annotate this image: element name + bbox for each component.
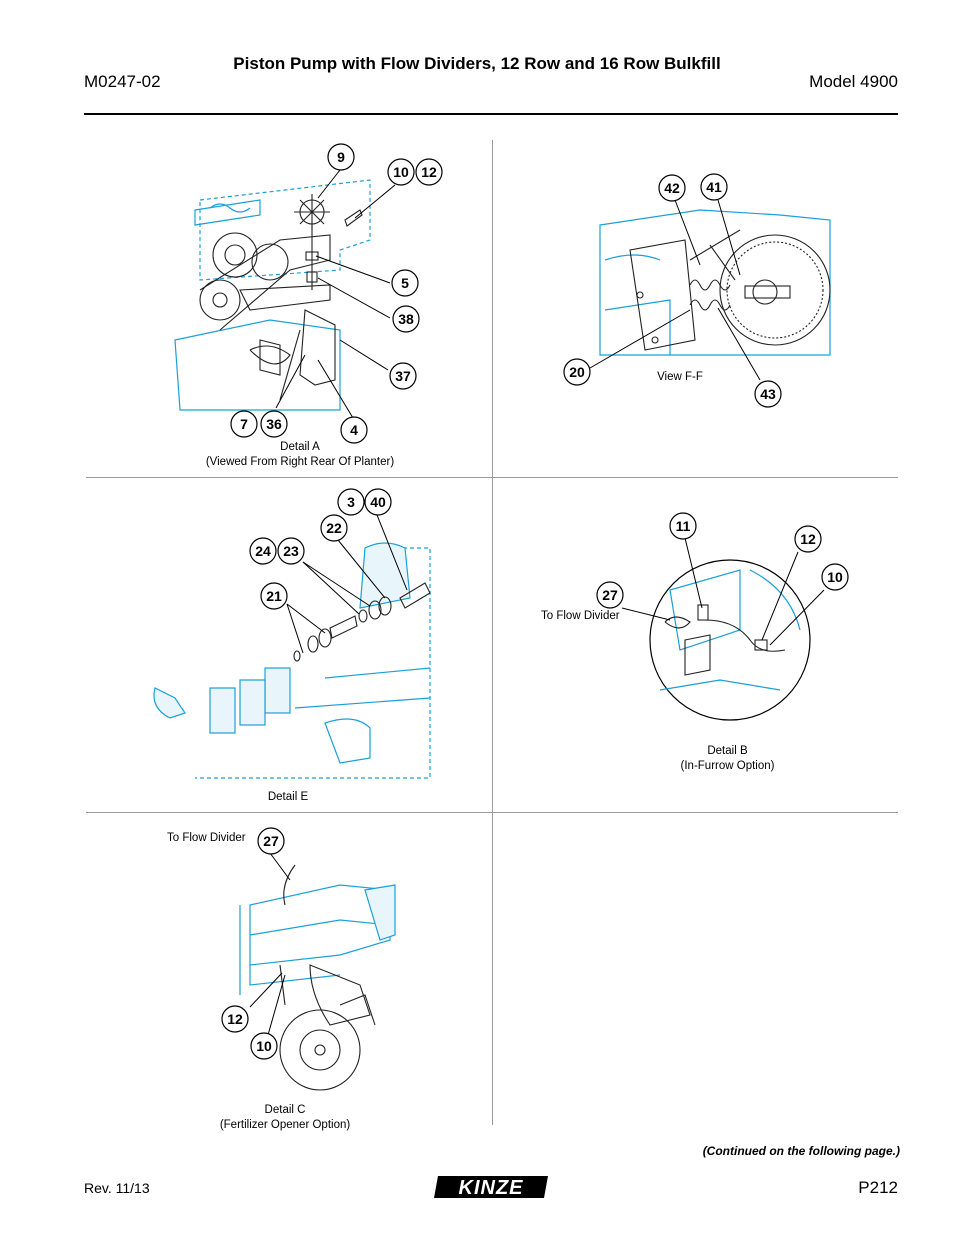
svg-text:27: 27 — [263, 833, 279, 849]
detail-b-caption: Detail B (In-Furrow Option) — [640, 744, 815, 774]
callout-22: 22 — [320, 514, 348, 542]
detail-e-illustration: 3 40 22 24 23 21 — [153, 488, 431, 779]
kinze-logo: KINZE — [434, 1176, 548, 1199]
detail-a-illustration: 9 10 12 5 38 37 7 36 4 — [174, 143, 443, 444]
callout-7: 7 — [230, 410, 258, 438]
continued-note: (Continued on the following page.) — [702, 1144, 900, 1158]
callout-27: 27 — [596, 581, 624, 609]
panel-divider-row1 — [86, 477, 898, 478]
kinze-logo-text: KINZE — [459, 1177, 524, 1199]
svg-text:12: 12 — [421, 164, 437, 180]
svg-text:5: 5 — [401, 275, 409, 291]
svg-text:10: 10 — [256, 1038, 272, 1054]
panel-divider-vertical — [492, 140, 493, 1125]
detail-c-caption: Detail C (Fertilizer Opener Option) — [195, 1103, 375, 1133]
svg-text:23: 23 — [283, 543, 299, 559]
svg-text:11: 11 — [676, 518, 691, 534]
callout-12: 12 — [415, 158, 443, 186]
detail-a-caption: Detail A (Viewed From Right Rear Of Plan… — [150, 440, 450, 470]
svg-text:4: 4 — [350, 422, 358, 438]
callout-23: 23 — [277, 537, 305, 565]
detail-a-caption-line1: Detail A — [280, 441, 320, 453]
svg-text:36: 36 — [266, 416, 282, 432]
svg-text:10: 10 — [393, 164, 409, 180]
callout-3: 3 — [337, 488, 365, 516]
callout-38: 38 — [392, 305, 420, 333]
detail-b-caption-line1: Detail B — [707, 745, 748, 757]
svg-text:24: 24 — [255, 543, 271, 559]
svg-text:12: 12 — [227, 1011, 243, 1027]
document-number: M0247-02 — [84, 72, 161, 91]
callout-42: 42 — [658, 174, 686, 202]
callout-20: 20 — [563, 358, 591, 386]
header-rule — [84, 113, 898, 115]
callout-10: 10 — [250, 1032, 278, 1060]
panel-divider-row2 — [86, 812, 898, 813]
view-ff-illustration: 42 41 20 43 — [563, 173, 831, 408]
callout-27: 27 — [257, 827, 285, 855]
page-title: Piston Pump with Flow Dividers, 12 Row a… — [233, 54, 721, 73]
svg-text:42: 42 — [664, 180, 680, 196]
callout-24: 24 — [249, 537, 277, 565]
detail-a-caption-line2: (Viewed From Right Rear Of Planter) — [205, 456, 395, 468]
callout-41: 41 — [700, 173, 728, 201]
callout-4: 4 — [340, 416, 368, 444]
revision-label: Rev. 11/13 — [84, 1180, 150, 1196]
detail-c-caption-line1: Detail C — [264, 1104, 306, 1116]
callout-12: 12 — [221, 1005, 249, 1033]
detail-c-illustration: 27 12 10 — [221, 827, 396, 1091]
svg-text:38: 38 — [398, 311, 414, 327]
svg-text:7: 7 — [240, 416, 248, 432]
svg-text:37: 37 — [395, 368, 411, 384]
svg-text:27: 27 — [602, 587, 618, 603]
svg-text:21: 21 — [266, 588, 282, 604]
svg-text:41: 41 — [706, 179, 722, 195]
callout-10: 10 — [821, 563, 849, 591]
callout-40: 40 — [364, 488, 392, 516]
callout-37: 37 — [389, 362, 417, 390]
page-number: P212 — [858, 1178, 898, 1197]
detail-e-caption: Detail E — [267, 791, 309, 803]
callout-9: 9 — [327, 143, 355, 171]
detail-b-caption-line2: (In-Furrow Option) — [680, 760, 775, 772]
detail-c-caption-line2: (Fertilizer Opener Option) — [219, 1119, 351, 1131]
svg-text:22: 22 — [326, 520, 342, 536]
svg-text:43: 43 — [760, 386, 776, 402]
detail-b-note: To Flow Divider — [541, 610, 620, 622]
svg-text:20: 20 — [569, 364, 585, 380]
svg-text:3: 3 — [347, 494, 355, 510]
callout-12: 12 — [794, 525, 822, 553]
view-ff-caption: View F-F — [657, 371, 703, 383]
callout-5: 5 — [391, 269, 419, 297]
callout-43: 43 — [754, 380, 782, 408]
svg-text:12: 12 — [800, 531, 816, 547]
detail-b-illustration: 11 12 10 27 — [596, 512, 849, 721]
detail-c-note: To Flow Divider — [167, 832, 246, 844]
svg-text:40: 40 — [370, 494, 386, 510]
svg-text:10: 10 — [827, 569, 843, 585]
callout-11: 11 — [669, 512, 697, 540]
callout-21: 21 — [260, 582, 288, 610]
callout-36: 36 — [260, 410, 288, 438]
callout-10: 10 — [387, 158, 415, 186]
model-label: Model 4900 — [809, 72, 898, 91]
svg-text:9: 9 — [337, 149, 345, 165]
